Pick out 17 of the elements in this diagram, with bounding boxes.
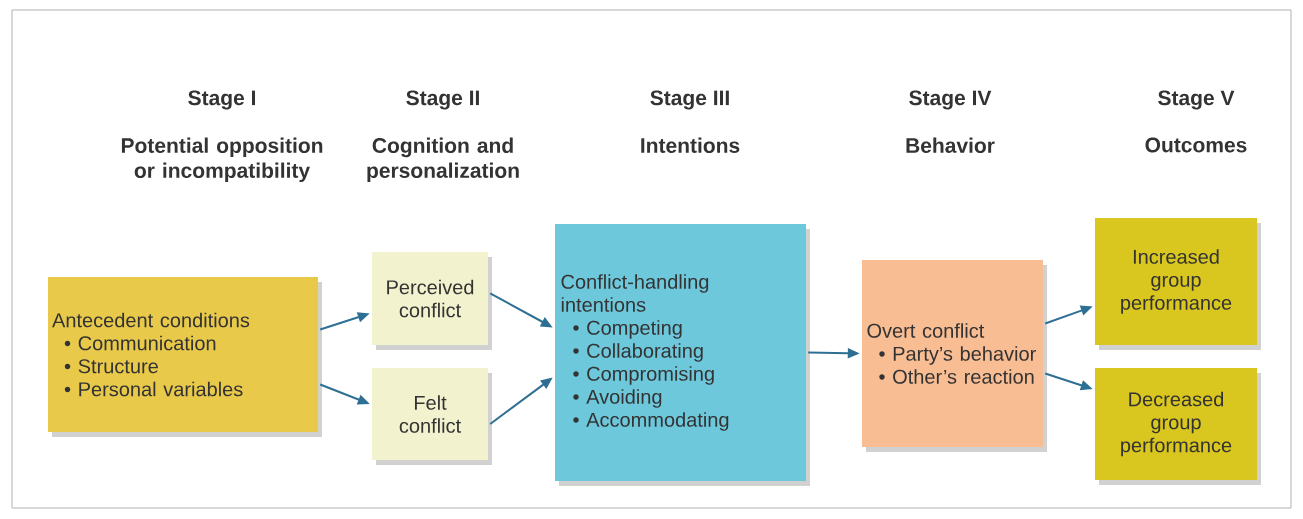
stage-title: Behavior	[906, 137, 995, 153]
process-box: Felt conflict	[372, 368, 488, 460]
process-box: Increased group performance	[1095, 218, 1257, 345]
stage-heading: Stage II	[406, 90, 479, 110]
stage-heading: Stage III	[650, 90, 729, 110]
stage-title: Outcomes	[1145, 137, 1247, 153]
stage-heading: Stage IV	[909, 90, 992, 110]
stage-heading: Stage I	[188, 90, 255, 110]
process-box: Conflict-handling intentions • Competing • Collaborating • Compromising • Avoiding • Accommodating	[555, 224, 806, 481]
process-box: Overt conflict • Party’s behavior • Other’s reaction	[862, 260, 1043, 447]
stage-heading: Stage V	[1158, 90, 1235, 110]
process-box: Perceived conflict	[372, 252, 488, 345]
stage-title: Cognition and personalization	[367, 137, 519, 183]
process-box: Antecedent conditions • Communication • Structure • Personal variables	[48, 277, 318, 432]
process-box: Decreased group performance	[1095, 368, 1257, 480]
stage-title: Potential opposition or incompatibility	[121, 137, 323, 183]
stage-title: Intentions	[641, 137, 740, 153]
